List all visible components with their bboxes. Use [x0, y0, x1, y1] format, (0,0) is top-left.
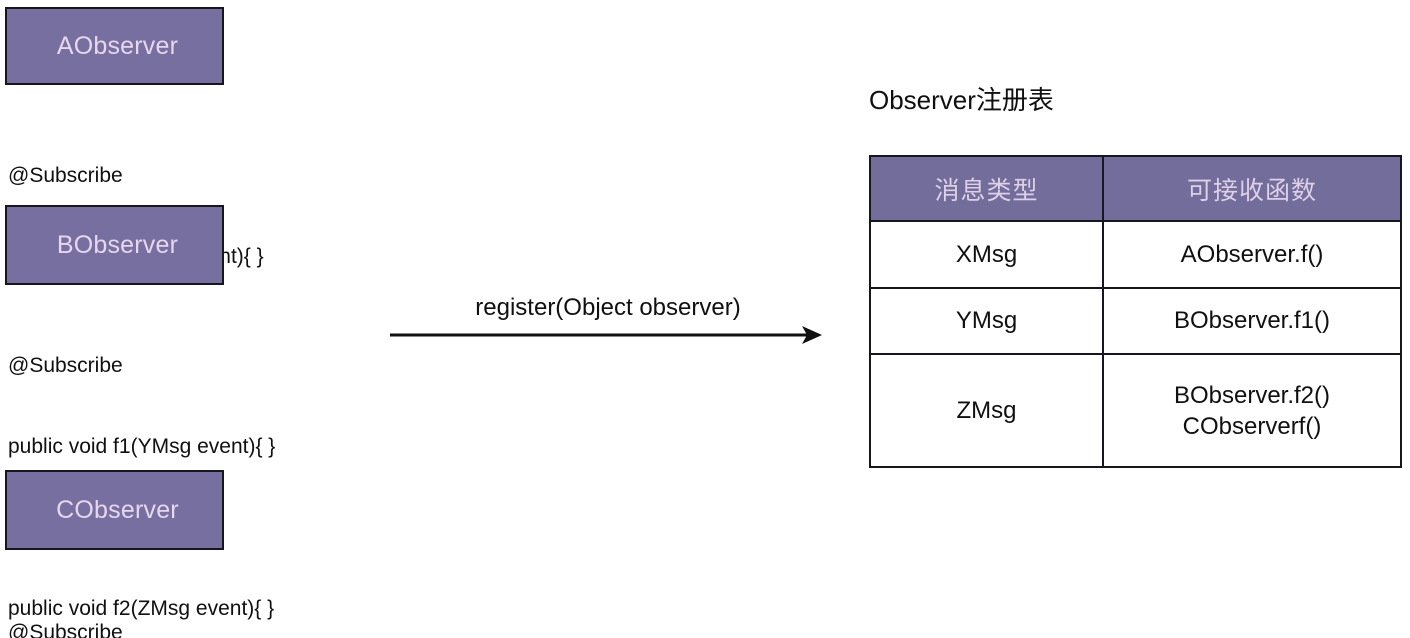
code-line: public void f1(YMsg event){ }: [8, 435, 276, 458]
cell-receiver-function: BObserver.f1(): [1102, 287, 1402, 355]
arrow-right-icon: [390, 326, 822, 344]
table-row: XMsg AObserver.f(): [869, 220, 1402, 289]
table-header-row: 消息类型 可接收函数: [869, 155, 1402, 222]
observer-box-label: BObserver: [56, 230, 179, 259]
cell-receiver-function: AObserver.f(): [1102, 220, 1402, 289]
handler-entry: CObserverf(): [1182, 412, 1322, 440]
cell-message-type: XMsg: [869, 220, 1104, 289]
observer-box-aobserver: AObserver: [5, 7, 224, 85]
code-line: public void f2(ZMsg event){ }: [8, 597, 275, 620]
cell-message-type: ZMsg: [869, 353, 1104, 468]
code-line: @Subscribe: [8, 621, 123, 638]
cell-message-type: YMsg: [869, 287, 1104, 355]
arrow-label: register(Object observer): [475, 294, 741, 321]
table-row: YMsg BObserver.f1(): [869, 287, 1402, 355]
cell-receiver-function: BObserver.f2() CObserverf(): [1102, 353, 1402, 468]
register-arrow-group: register(Object observer): [388, 294, 828, 355]
observer-box-bobserver: BObserver: [5, 205, 224, 285]
observer-code-cobserver: @Subscribe public void f(ZMsg event){ }: [8, 565, 262, 638]
code-line: @Subscribe: [8, 164, 123, 187]
column-header-message-type: 消息类型: [869, 155, 1104, 222]
handler-entry: BObserver.f2(): [1173, 381, 1331, 409]
observer-registry-table: 消息类型 可接收函数 XMsg AObserver.f() YMsg BObse…: [869, 155, 1402, 468]
page-title: Observer注册表: [869, 85, 1054, 115]
observer-box-label: CObserver: [56, 495, 179, 524]
observer-box-label: AObserver: [56, 31, 179, 60]
column-header-receiver-function: 可接收函数: [1102, 155, 1402, 222]
code-line: @Subscribe: [8, 354, 123, 377]
observer-box-cobserver: CObserver: [5, 470, 224, 550]
table-row: ZMsg BObserver.f2() CObserverf(): [869, 353, 1402, 468]
